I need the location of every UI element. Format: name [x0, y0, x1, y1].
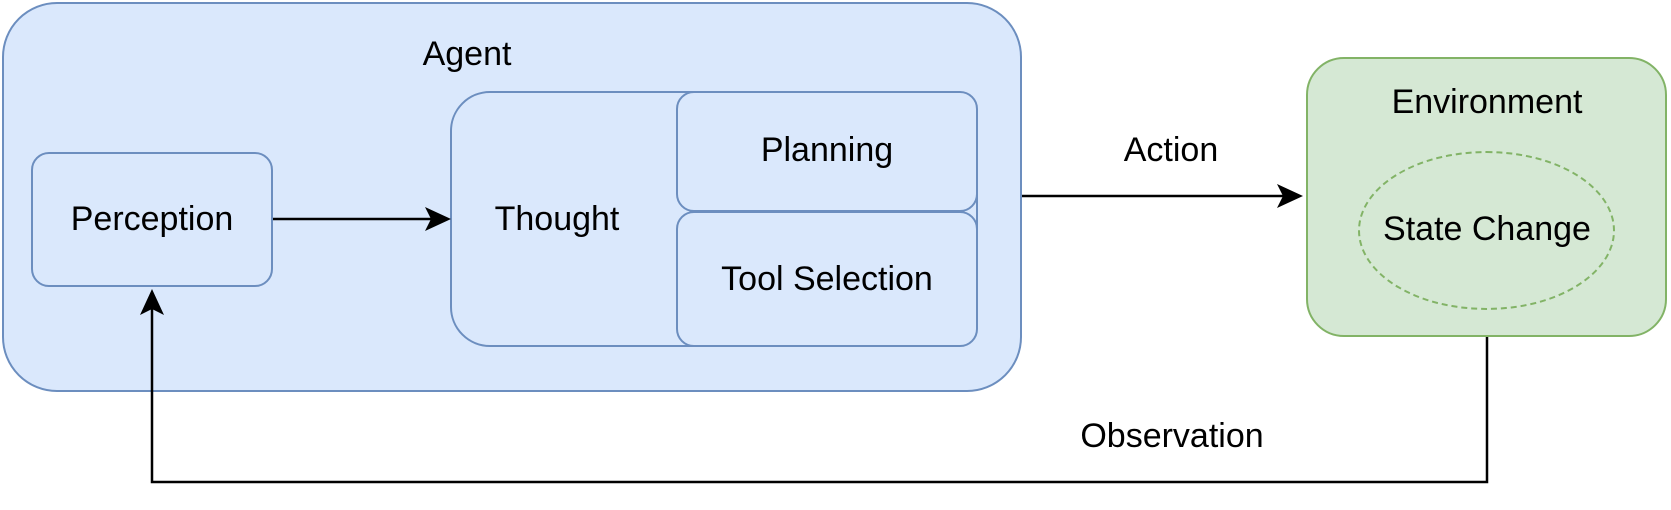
state-change-node	[1358, 151, 1615, 310]
perception-label: Perception	[70, 200, 234, 238]
planning-label: Planning	[760, 131, 894, 169]
arrowhead-icon	[425, 207, 451, 231]
environment-label: Environment	[1391, 83, 1583, 121]
action-arrow	[1022, 184, 1303, 208]
action-edge-label: Action	[1123, 131, 1219, 169]
tool-selection-label: Tool Selection	[721, 260, 933, 298]
perception-node	[31, 152, 273, 287]
perception-to-thought-arrow	[273, 207, 451, 231]
observation-arrow	[140, 289, 1489, 484]
tool-selection-node	[676, 211, 978, 347]
agent-label: Agent	[422, 35, 512, 73]
arrowhead-icon	[1277, 184, 1303, 208]
thought-label: Thought	[494, 200, 620, 238]
planning-node	[676, 91, 978, 212]
observation-edge-label: Observation	[1080, 417, 1264, 455]
state-change-label: State Change	[1383, 210, 1591, 248]
arrowhead-icon	[140, 289, 164, 315]
